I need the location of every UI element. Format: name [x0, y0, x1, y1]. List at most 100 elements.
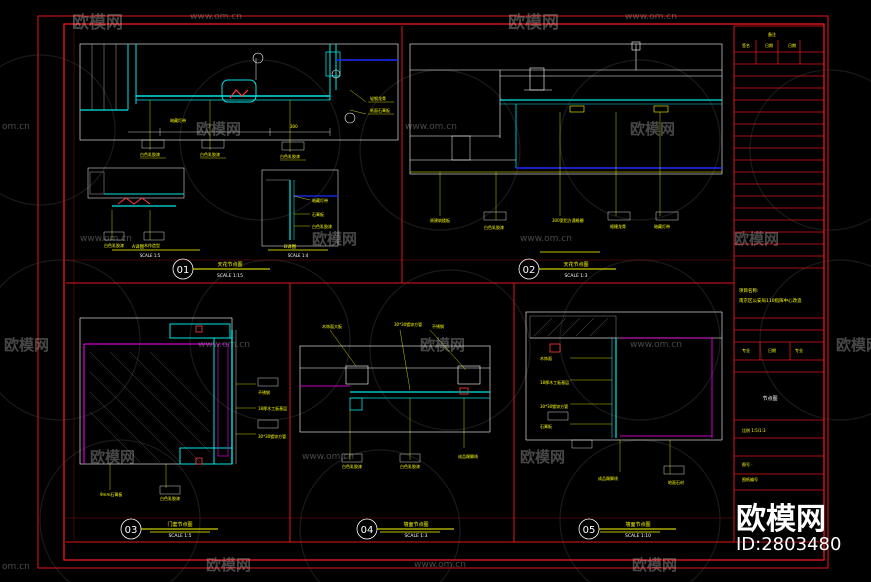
sub-detail-b-label: B详图 [284, 243, 297, 250]
detail-01-title: 天花节点图 [217, 261, 242, 268]
watermark-brand: 欧模网 [4, 336, 50, 354]
svg-text:不锈钢: 不锈钢 [258, 389, 270, 395]
watermark-brand: 欧模网 [196, 120, 242, 138]
title-underlines [141, 268, 676, 530]
detail-01a-annotation-text: 白色乳胶漆 木作造型 [104, 242, 160, 248]
detail-02-drawing [409, 41, 723, 253]
svg-text:格栅龙骨: 格栅龙骨 [610, 223, 626, 229]
watermark-brand: 欧模网 [206, 556, 252, 574]
sub-detail-a-label: A详图 [132, 243, 145, 250]
detail-05-title: 墙面节点图 [625, 521, 650, 528]
svg-text:木作造型: 木作造型 [144, 242, 160, 248]
watermark-brand: 欧模网 [420, 336, 466, 354]
svg-text:原建筑楼板: 原建筑楼板 [430, 217, 450, 223]
svg-text:成品踢脚线: 成品踢脚线 [598, 475, 618, 481]
sub-detail-a-scale: SCALE 1:5 [140, 253, 161, 258]
svg-text:300: 300 [290, 124, 298, 129]
title-drawing-name: 节点图 [762, 396, 777, 402]
svg-text:比例 1:5/1:3: 比例 1:5/1:3 [742, 427, 766, 433]
svg-text:专业: 专业 [742, 347, 750, 353]
detail-03-scale: SCALE 1:5 [168, 533, 191, 539]
detail-03-title: 门套节点图 [167, 521, 192, 528]
detail-04-title: 墙面节点图 [403, 521, 428, 528]
detail-02-scale: SCALE 1:3 [564, 273, 587, 279]
watermark-url: www.om.cn [520, 234, 572, 244]
svg-text:白色乳胶漆: 白色乳胶漆 [400, 463, 420, 469]
detail-04-drawing [299, 329, 491, 533]
title-project-name: 南京区公安局110指挥中心改造 [739, 297, 802, 304]
svg-text:成品踢脚线: 成品踢脚线 [458, 453, 478, 459]
svg-text:地面石材: 地面石材 [668, 479, 684, 485]
watermark-id: ID:2803480 [736, 534, 842, 555]
watermark-url: www.om.cn [80, 234, 132, 244]
svg-text:300宽铝方通格栅: 300宽铝方通格栅 [552, 217, 584, 223]
detail-01b-annotation-text: 暗藏灯带 石膏板 白色乳胶漆 [312, 197, 332, 229]
svg-text:图号 ·: 图号 · [742, 461, 753, 467]
svg-text:图纸编号: 图纸编号 [742, 476, 758, 482]
detail-04-annotation-text: 木饰面大板 30*30镀锌方管 不锈钢 白色乳胶漆 白色乳胶漆 成品踢脚线 [322, 321, 478, 469]
detail-04-number: 04 [361, 525, 374, 536]
detail-02-number: 02 [523, 265, 536, 276]
svg-text:白色乳胶漆: 白色乳胶漆 [200, 151, 220, 157]
svg-text:暗藏灯带: 暗藏灯带 [170, 117, 186, 123]
watermark-brand: 欧模网 [520, 448, 566, 466]
svg-text:暗藏灯带: 暗藏灯带 [312, 197, 328, 203]
watermark-url: om.cn [2, 122, 30, 132]
watermark-url: www.om.cn [630, 340, 682, 350]
svg-text:轻钢龙骨: 轻钢龙骨 [370, 95, 386, 101]
watermark-brand: 欧模网 [734, 230, 780, 248]
detail-02-annotation-text: 原建筑楼板 白色乳胶漆 300宽铝方通格栅 格栅龙骨 暗藏灯带 [430, 217, 670, 230]
svg-text:白色乳胶漆: 白色乳胶漆 [104, 242, 124, 248]
svg-text:纸面石膏板: 纸面石膏板 [370, 107, 390, 113]
detail-03-number: 03 [125, 525, 138, 536]
svg-text:木饰面: 木饰面 [540, 355, 552, 361]
detail-01-number: 01 [177, 265, 190, 276]
watermark-url: www.om.cn [414, 560, 466, 570]
svg-text:白色乳胶漆: 白色乳胶漆 [140, 151, 160, 157]
detail-05-scale: SCALE 1:10 [625, 533, 651, 539]
title-block-grid [733, 25, 825, 543]
watermark-brand: 欧模网 [630, 120, 676, 138]
watermark-brand: 欧模网 [72, 13, 123, 33]
svg-text:30*30镀锌方管: 30*30镀锌方管 [394, 321, 422, 327]
svg-text:30*30镀锌方管: 30*30镀锌方管 [540, 403, 568, 409]
watermark-brand-large: 欧模网 [736, 502, 826, 537]
detail-05-annotation-text: 木饰面 18厚木工板基层 30*30镀锌方管 石膏板 成品踢脚线 地面石材 [540, 355, 684, 485]
watermark-brand: 欧模网 [836, 336, 871, 354]
svg-text:日期: 日期 [788, 42, 796, 48]
svg-text:石膏板: 石膏板 [312, 211, 324, 217]
detail-01-scale: SCALE 1:15 [217, 273, 243, 279]
svg-text:石膏板: 石膏板 [540, 423, 552, 429]
detail-01b-drawing [261, 169, 339, 251]
watermark-url: www.om.cn [625, 12, 677, 22]
watermark-brand: 欧模网 [508, 13, 559, 33]
svg-text:白色乳胶漆: 白色乳胶漆 [484, 224, 504, 230]
watermark-url: www.om.cn [198, 340, 250, 350]
watermark-url: www.om.cn [190, 12, 242, 22]
svg-text:日期: 日期 [768, 347, 776, 353]
detail-01a-drawing [87, 167, 200, 251]
watermark-url: www.om.cn [405, 122, 457, 132]
detail-01-annotation-text: 白色乳胶漆 白色乳胶漆 白色乳胶漆 轻钢龙骨 纸面石膏板 暗藏灯带 300 [140, 95, 390, 159]
detail-03-annotation-text: 不锈钢 18厚木工板基层 30*30镀锌方管 9mm石膏板 白色乳胶漆 [100, 389, 287, 501]
detail-02-title: 天花节点图 [563, 261, 588, 268]
svg-text:不锈钢: 不锈钢 [432, 323, 444, 329]
svg-text:专业: 专业 [795, 347, 803, 353]
svg-text:白色乳胶漆: 白色乳胶漆 [342, 463, 362, 469]
svg-text:白色乳胶漆: 白色乳胶漆 [160, 495, 180, 501]
detail-04-scale: SCALE 1:3 [404, 533, 427, 539]
watermark-url: www.om.cn [302, 452, 354, 462]
detail-03-drawing [79, 317, 279, 533]
sub-detail-b-scale: SCALE 1:4 [288, 253, 309, 258]
title-block-small-text: 备注 签名日期日期 专业日期专业 比例 1:5/1:3 图号 · 图纸编号 [742, 31, 803, 482]
title-project-label: 项目名称: [739, 287, 759, 294]
svg-text:18厚木工板基层: 18厚木工板基层 [540, 379, 569, 385]
detail-05-number: 05 [583, 525, 596, 536]
svg-text:备注: 备注 [768, 31, 776, 37]
svg-text:木饰面大板: 木饰面大板 [322, 323, 342, 329]
watermark-url: om.cn [2, 562, 30, 572]
svg-text:白色乳胶漆: 白色乳胶漆 [312, 223, 332, 229]
svg-text:9mm石膏板: 9mm石膏板 [100, 491, 122, 497]
watermark-brand: 欧模网 [632, 556, 678, 574]
